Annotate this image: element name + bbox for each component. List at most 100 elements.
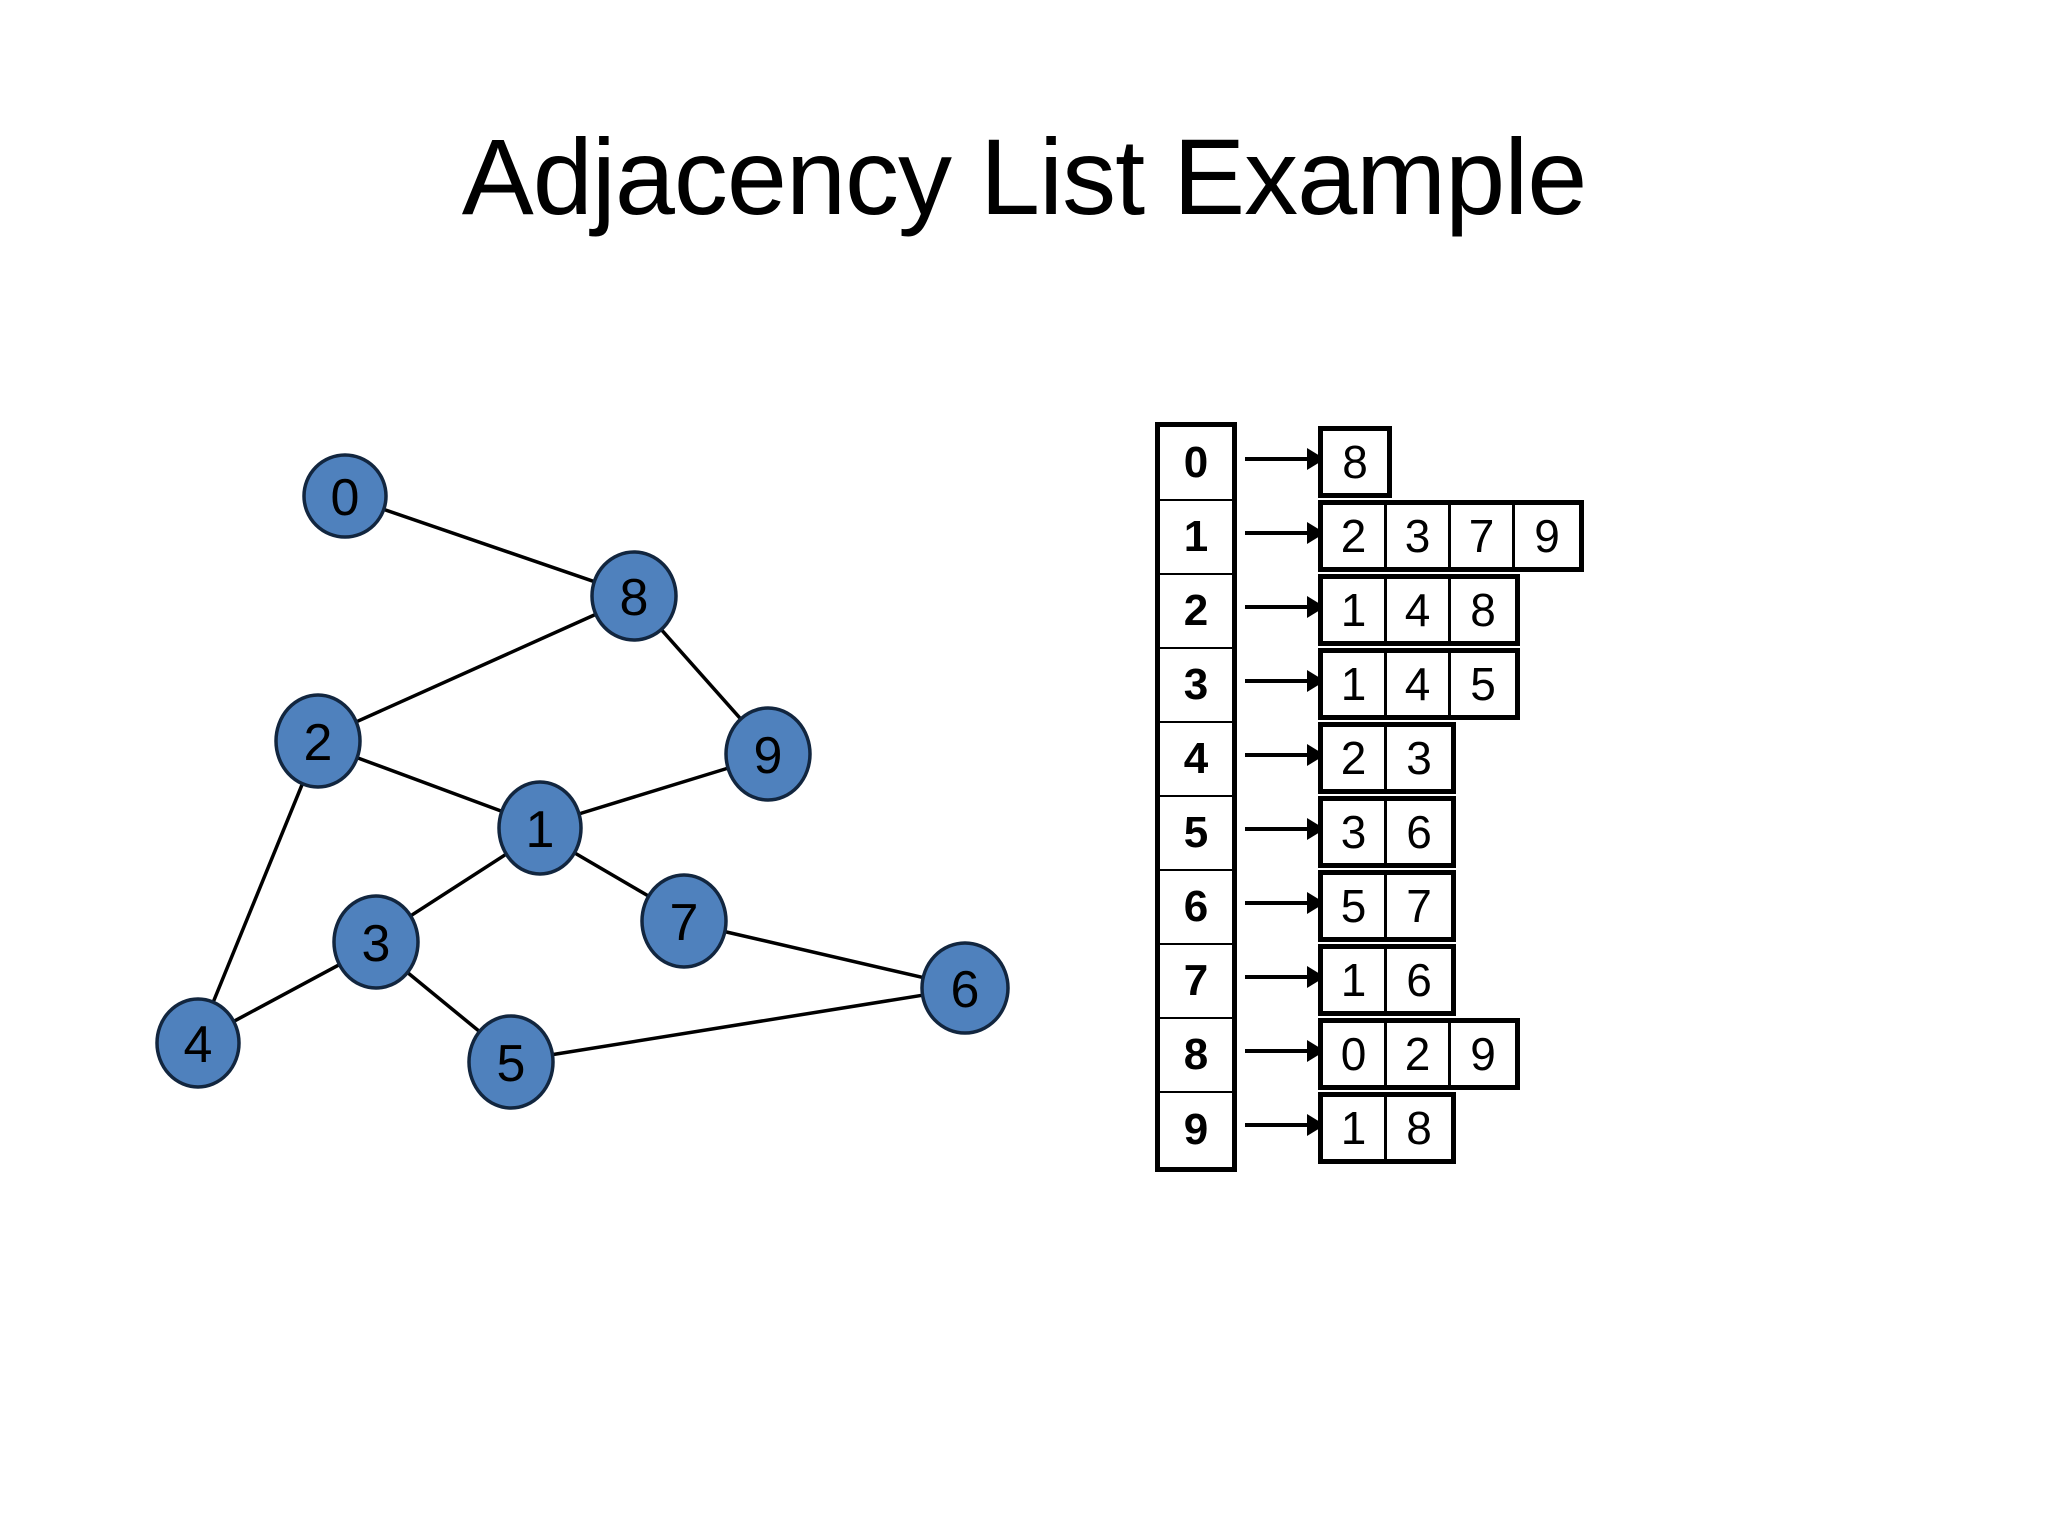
arrow-shaft-icon: [1245, 753, 1307, 757]
node-label: 0: [331, 469, 360, 527]
node-circle: [724, 706, 812, 802]
arrow-shaft-icon: [1245, 1049, 1307, 1053]
neighbor-cell: 8: [1451, 579, 1515, 641]
neighbor-cell: 0: [1323, 1023, 1387, 1085]
page-title: Adjacency List Example: [461, 116, 1588, 237]
neighbor-cell: 4: [1387, 579, 1451, 641]
node-label: 1: [526, 801, 555, 859]
node-label: 5: [497, 1035, 526, 1093]
neighbor-cell: 6: [1387, 949, 1451, 1011]
neighbor-cell: 2: [1323, 505, 1387, 567]
neighbor-cell: 9: [1515, 505, 1579, 567]
node-label: 9: [754, 727, 783, 785]
node-circle: [590, 550, 678, 642]
neighbor-cell: 2: [1323, 727, 1387, 789]
graph-node-1[interactable]: 1: [497, 780, 583, 876]
arrow-shaft-icon: [1245, 827, 1307, 831]
index-cell-8[interactable]: 8: [1160, 1019, 1232, 1093]
node-circle: [332, 894, 420, 990]
graph-edge: [722, 929, 926, 980]
node-circle: [274, 693, 362, 789]
node-label: 3: [362, 915, 391, 973]
arrow-shaft-icon: [1245, 975, 1307, 979]
index-cell-5[interactable]: 5: [1160, 797, 1232, 871]
node-circle: [497, 780, 583, 876]
graph-node-9[interactable]: 9: [724, 706, 812, 802]
arrow-shaft-icon: [1245, 531, 1307, 535]
graph-edge: [381, 507, 597, 584]
graph-node-0[interactable]: 0: [302, 453, 388, 539]
neighbor-cell: 1: [1323, 579, 1387, 641]
neighbor-cell: 3: [1323, 801, 1387, 863]
node-circle: [640, 873, 728, 969]
node-circle: [302, 453, 388, 539]
graph-nodes: 0 1 2 3 4 5 6 7 8 9: [155, 453, 1010, 1110]
arrow-shaft-icon: [1245, 679, 1307, 683]
arrow-shaft-icon: [1245, 605, 1307, 609]
index-cell-4[interactable]: 4: [1160, 723, 1232, 797]
arrow-shaft-icon: [1245, 1123, 1307, 1127]
graph-edge: [658, 627, 744, 722]
neighbor-cell: 5: [1323, 875, 1387, 937]
index-cell-6[interactable]: 6: [1160, 871, 1232, 945]
node-label: 6: [951, 961, 980, 1019]
neighbor-cell: 7: [1451, 505, 1515, 567]
graph-diagram: 0 1 2 3 4 5 6 7 8 9: [155, 453, 1010, 1110]
graph-node-4[interactable]: 4: [155, 997, 241, 1089]
graph-svg: 0 1 2 3 4 5 6 7 8 9: [155, 453, 1010, 1110]
graph-edge: [408, 851, 509, 919]
neighbor-cell: 4: [1387, 653, 1451, 715]
index-cell-9[interactable]: 9: [1183, 1105, 1209, 1154]
neighbor-cell: 1: [1323, 1097, 1387, 1159]
graph-node-6[interactable]: 6: [920, 941, 1010, 1035]
graph-node-5[interactable]: 5: [467, 1014, 555, 1110]
graph-node-7[interactable]: 7: [640, 873, 728, 969]
neighbor-list-0[interactable]: 8: [1318, 426, 1392, 498]
node-label: 2: [304, 714, 333, 772]
index-cell-2[interactable]: 2: [1160, 575, 1232, 649]
node-circle: [467, 1014, 555, 1110]
index-cell-3[interactable]: 3: [1160, 649, 1232, 723]
graph-node-8[interactable]: 8: [590, 550, 678, 642]
graph-edge: [353, 612, 599, 725]
neighbor-cell: 2: [1387, 1023, 1451, 1085]
arrow-shaft-icon: [1245, 901, 1307, 905]
node-label: 4: [184, 1016, 213, 1074]
neighbor-cell: 1: [1323, 653, 1387, 715]
graph-edge: [354, 755, 504, 814]
neighbor-cell: 3: [1387, 727, 1451, 789]
graph-edge: [576, 765, 731, 817]
graph-edges: [210, 507, 926, 1057]
index-cell-7[interactable]: 7: [1160, 945, 1232, 1019]
neighbor-cell: 8: [1323, 431, 1387, 493]
index-cell-1[interactable]: 1: [1160, 501, 1232, 575]
graph-edge: [231, 962, 342, 1024]
neighbor-cell: 8: [1387, 1097, 1451, 1159]
index-cell-0[interactable]: 0: [1160, 427, 1232, 501]
neighbor-cell: 3: [1387, 505, 1451, 567]
graph-edge: [550, 993, 925, 1057]
arrow-shaft-icon: [1245, 457, 1307, 461]
neighbor-cell: 1: [1323, 949, 1387, 1011]
neighbor-cell: 7: [1387, 875, 1451, 937]
graph-node-3[interactable]: 3: [332, 894, 420, 990]
graph-edge: [572, 850, 652, 899]
neighbor-cell: 9: [1451, 1023, 1515, 1085]
node-circle: [155, 997, 241, 1089]
neighbor-cell: 6: [1387, 801, 1451, 863]
node-label: 7: [670, 894, 699, 952]
neighbor-cell: 5: [1451, 653, 1515, 715]
graph-node-2[interactable]: 2: [274, 693, 362, 789]
